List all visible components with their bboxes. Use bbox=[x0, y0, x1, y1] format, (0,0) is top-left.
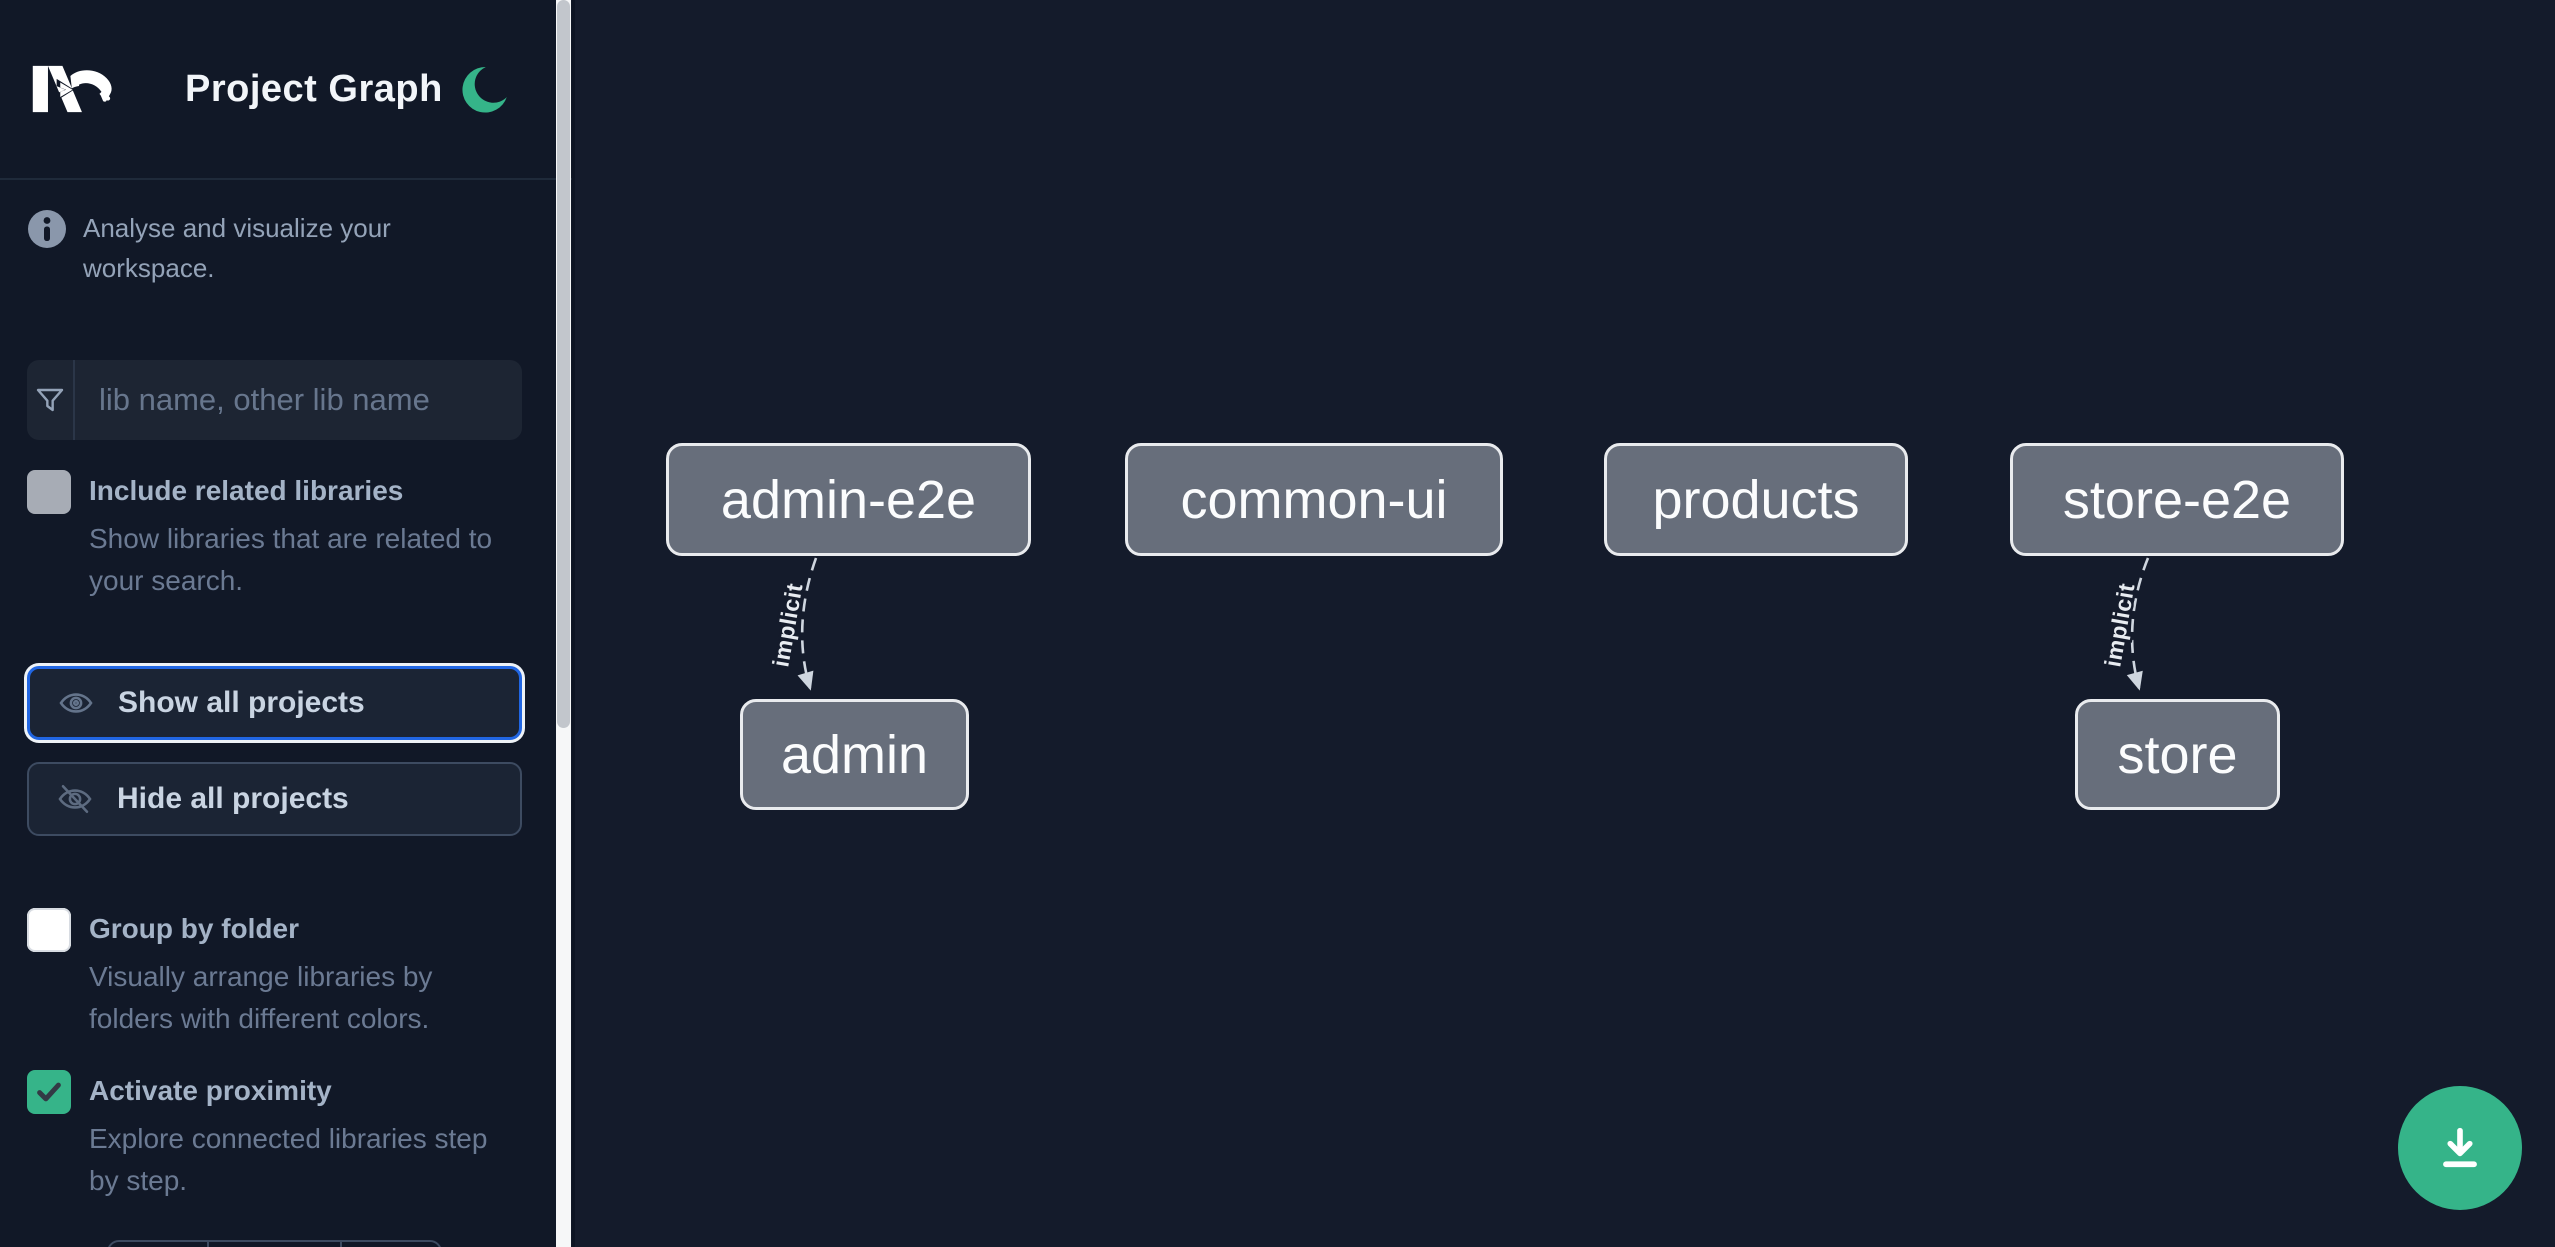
theme-toggle-button[interactable] bbox=[456, 61, 512, 117]
edge-store-e2e-to-store[interactable] bbox=[2126, 557, 2150, 691]
include-related-option: Include related libraries Show libraries… bbox=[27, 468, 522, 602]
intro-row: Analyse and visualize your workspace. bbox=[27, 208, 522, 288]
graph-edges: implicit implicit bbox=[765, 557, 2150, 691]
proximity-increment-button[interactable]: + bbox=[342, 1242, 440, 1247]
download-icon bbox=[2443, 1127, 2477, 1168]
graph-node-products[interactable]: products bbox=[1604, 443, 1908, 556]
edge-admin-e2e-to-admin[interactable] bbox=[797, 557, 818, 691]
group-by-folder-description: Visually arrange libraries by folders wi… bbox=[89, 961, 433, 1034]
proximity-depth-value: 1 bbox=[207, 1242, 342, 1247]
activate-proximity-checkbox[interactable] bbox=[27, 1070, 71, 1114]
search-box bbox=[27, 360, 522, 440]
graph-node-common-ui[interactable]: common-ui bbox=[1125, 443, 1503, 556]
intro-text: Analyse and visualize your workspace. bbox=[83, 213, 391, 283]
proximity-depth-stepper: − 1 + bbox=[107, 1240, 442, 1247]
group-by-folder-label: Group by folder bbox=[89, 913, 299, 944]
graph-node-store[interactable]: store bbox=[2075, 699, 2280, 810]
include-related-label: Include related libraries bbox=[89, 475, 404, 506]
graph-node-admin[interactable]: admin bbox=[740, 699, 969, 810]
include-related-description: Show libraries that are related to your … bbox=[89, 523, 493, 596]
download-graph-button[interactable] bbox=[2398, 1086, 2522, 1210]
graph-node-store-e2e[interactable]: store-e2e bbox=[2010, 443, 2344, 556]
hide-all-projects-label: Hide all projects bbox=[117, 782, 349, 815]
filter-icon bbox=[27, 360, 75, 440]
info-icon bbox=[28, 210, 66, 248]
show-all-projects-label: Show all projects bbox=[118, 686, 365, 719]
hide-all-projects-button[interactable]: Hide all projects bbox=[27, 762, 522, 836]
graph-node-admin-e2e[interactable]: admin-e2e bbox=[666, 443, 1031, 556]
proximity-decrement-button[interactable]: − bbox=[109, 1242, 207, 1247]
include-related-checkbox[interactable] bbox=[27, 470, 71, 514]
app-title: Project Graph bbox=[185, 67, 443, 110]
activate-proximity-label: Activate proximity bbox=[89, 1075, 332, 1106]
activate-proximity-description: Explore connected libraries step by step… bbox=[89, 1123, 488, 1196]
moon-icon bbox=[462, 67, 507, 113]
nx-logo bbox=[32, 65, 112, 113]
eye-icon bbox=[59, 693, 93, 713]
sidebar-scrollbar[interactable] bbox=[556, 0, 571, 1247]
sidebar: Project Graph Analyse and visualize your… bbox=[0, 0, 572, 1247]
group-by-folder-checkbox[interactable] bbox=[27, 908, 71, 952]
sidebar-header: Project Graph bbox=[0, 0, 572, 180]
activate-proximity-option: Activate proximity Explore connected lib… bbox=[27, 1068, 522, 1202]
check-icon bbox=[37, 1082, 61, 1102]
sidebar-content: Analyse and visualize your workspace. In… bbox=[0, 208, 572, 1247]
eye-slash-icon bbox=[58, 784, 92, 814]
sidebar-scrollbar-thumb[interactable] bbox=[557, 0, 570, 728]
group-by-folder-option: Group by folder Visually arrange librari… bbox=[27, 906, 522, 1040]
show-all-projects-button[interactable]: Show all projects bbox=[27, 666, 522, 740]
search-input[interactable] bbox=[75, 360, 522, 440]
graph-canvas[interactable]: implicit implicit admin-e2e common-ui pr… bbox=[572, 0, 2555, 1247]
